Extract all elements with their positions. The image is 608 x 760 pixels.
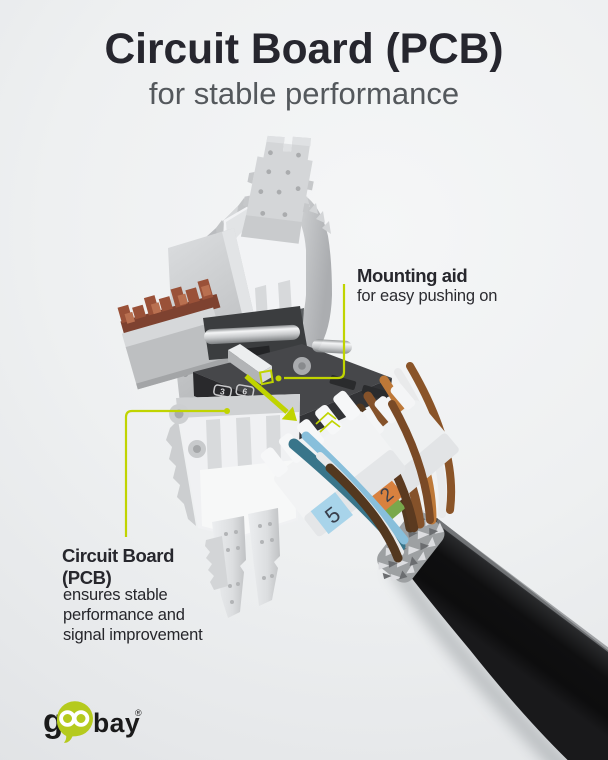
svg-text:6: 6 (242, 386, 249, 397)
svg-text:®: ® (135, 708, 142, 718)
svg-text:g: g (43, 702, 63, 739)
svg-text:bay: bay (93, 708, 140, 738)
svg-text:3: 3 (219, 386, 226, 397)
